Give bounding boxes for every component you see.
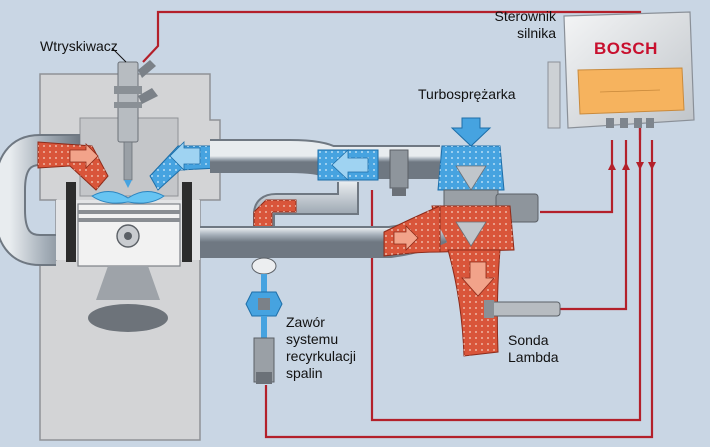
wire-arrows [608, 162, 656, 170]
wire-lambda-ecu [560, 140, 628, 311]
ecu-logo: BOSCH [594, 39, 658, 58]
wire-injector-ecu [142, 10, 642, 422]
label-egr-valve: Zawór systemu recyrkulacji spalin [286, 314, 357, 381]
label-ecu: Sterownik silnika [494, 8, 556, 41]
label-lambda-sensor: Sonda Lambda [508, 332, 559, 365]
lambda-sensor [484, 300, 561, 318]
label-turbocharger: Turbosprężarka [418, 86, 516, 102]
exhaust-port [37, 141, 109, 191]
wire-turbo-ecu [540, 140, 614, 214]
downpipe [447, 249, 501, 357]
signal-wires [142, 10, 654, 439]
intake-pipe [210, 139, 440, 196]
injector-callout [111, 47, 127, 63]
fuel-injector [114, 60, 158, 188]
combustion-flame [91, 191, 165, 204]
ecu-unit [547, 11, 695, 129]
turbocharger [431, 117, 539, 253]
wire-egr-ecu [264, 140, 654, 439]
exhaust-pipe [200, 205, 448, 258]
exhaust-loop-pipe [0, 134, 80, 266]
label-injector: Wtryskiwacz [40, 38, 118, 54]
piston [77, 203, 181, 332]
intake-port [149, 141, 219, 191]
egr-valve [245, 257, 283, 384]
